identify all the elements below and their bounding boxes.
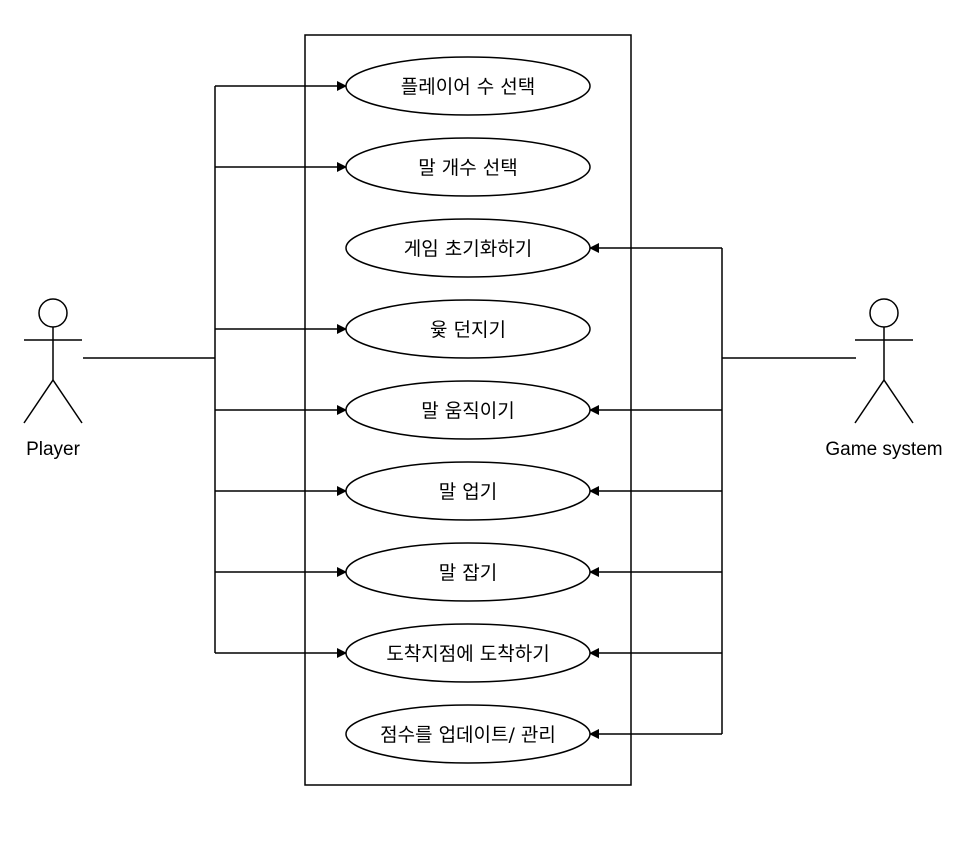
use-case-label: 게임 초기화하기 [404, 238, 532, 260]
use-case-ellipse [345, 461, 591, 521]
use-case-ellipse [345, 623, 591, 683]
use-case-throw-yut[interactable]: 윷 던지기 [345, 299, 591, 359]
use-case-label: 윷 던지기 [430, 319, 506, 341]
use-case-select-players[interactable]: 플레이어 수 선택 [345, 56, 591, 116]
use-case-label: 말 움직이기 [421, 400, 514, 422]
player-head-icon [38, 298, 68, 328]
use-case-select-pieces[interactable]: 말 개수 선택 [345, 137, 591, 197]
connectors [83, 81, 856, 739]
use-case-label: 플레이어 수 선택 [401, 76, 535, 98]
use-case-ellipse [345, 704, 591, 764]
use-case-ellipse [345, 56, 591, 116]
use-case-label: 점수를 업데이트/ 관리 [380, 724, 556, 746]
use-case-update-score[interactable]: 점수를 업데이트/ 관리 [345, 704, 591, 764]
use-case-label: 도착지점에 도착하기 [386, 643, 549, 665]
use-case-init-game[interactable]: 게임 초기화하기 [345, 218, 591, 278]
use-case-ellipse [345, 299, 591, 359]
game-system-actor [854, 298, 914, 424]
use-case-label: 말 업기 [439, 481, 497, 503]
use-case-ellipse [345, 218, 591, 278]
game-system-head-icon [869, 298, 899, 328]
use-case-reach-goal[interactable]: 도착지점에 도착하기 [345, 623, 591, 683]
player-actor [23, 298, 83, 424]
use-case-label: 말 잡기 [439, 562, 497, 584]
use-case-label: 말 개수 선택 [418, 157, 517, 179]
use-case-ellipse [345, 137, 591, 197]
use-case-stack-piece[interactable]: 말 업기 [345, 461, 591, 521]
use-case-ellipse [345, 542, 591, 602]
game-system-label: Game system [825, 439, 942, 460]
use-case-capture-piece[interactable]: 말 잡기 [345, 542, 591, 602]
use-case-ellipse [345, 380, 591, 440]
player-label: Player [26, 439, 81, 460]
use-case-move-piece[interactable]: 말 움직이기 [345, 380, 591, 440]
